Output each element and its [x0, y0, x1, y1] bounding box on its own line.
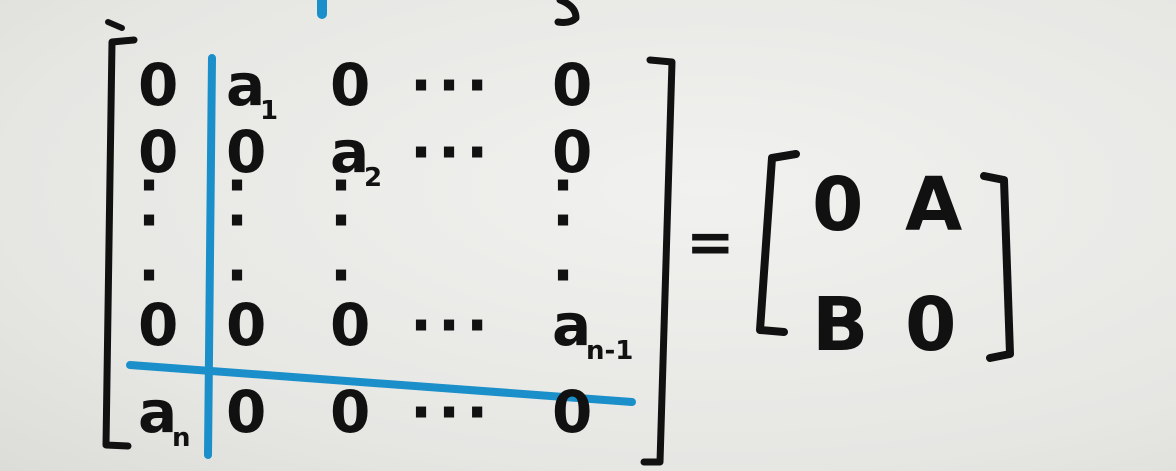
matrix-entry: · [330, 241, 352, 309]
matrix-entry-subscript: n-1 [586, 336, 633, 366]
matrix-entry: 0 [552, 378, 592, 446]
matrix-entry: 0 [552, 118, 592, 186]
top-bracket-fragment [554, 0, 580, 26]
matrix-entry: · [552, 241, 574, 309]
right-matrix-close-bracket [980, 172, 1014, 362]
matrix-entry: 0 [138, 118, 178, 186]
matrix-entry-subscript: 2 [364, 163, 382, 193]
horizontal-partition-line [126, 361, 636, 406]
matrix-entry: 0 [138, 51, 178, 119]
matrix-entry-subscript: n [172, 423, 191, 453]
matrix-entry: 0 [552, 51, 592, 119]
matrix-entry: · [330, 186, 352, 254]
matrix-entry-subscript: 1 [260, 96, 278, 126]
right-matrix-open-bracket [756, 150, 800, 336]
matrix-entry: 0 [330, 291, 370, 359]
top-left-fragment [105, 19, 125, 31]
matrix-entry: · [138, 151, 160, 219]
matrix-entry: ··· [410, 378, 494, 446]
matrix-entry: a [552, 291, 591, 359]
matrix-entry: · [138, 241, 160, 309]
vertical-partition-line [204, 54, 216, 459]
matrix-entry: · [138, 186, 160, 254]
block-entry: 0 [905, 282, 957, 368]
matrix-entry: 0 [226, 291, 266, 359]
block-entry: B [812, 282, 868, 368]
matrix-entry: · [226, 186, 248, 254]
matrix-entry: · [226, 241, 248, 309]
matrix-entry: · [330, 151, 352, 219]
left-matrix-open-bracket [102, 36, 138, 450]
matrix-entry: 0 [226, 378, 266, 446]
equals-text: = [686, 208, 735, 276]
matrix-entry: · [552, 151, 574, 219]
matrix-entry: · [226, 151, 248, 219]
left-matrix-close-bracket [640, 56, 676, 466]
matrix-entry: · [552, 186, 574, 254]
matrix-entry: 0 [138, 291, 178, 359]
equals-sign: = [686, 208, 735, 276]
matrix-entry: 0 [330, 378, 370, 446]
block-entry: A [905, 162, 962, 248]
matrix-entry: ··· [410, 118, 494, 186]
matrix-entry: a [226, 51, 265, 119]
matrix-entry: ··· [410, 51, 494, 119]
matrix-entry: a [330, 118, 369, 186]
block-entry: 0 [812, 162, 864, 248]
matrix-entry: 0 [330, 51, 370, 119]
matrix-entry: a [138, 378, 177, 446]
matrix-entry: 0 [226, 118, 266, 186]
matrix-entry: ··· [410, 291, 494, 359]
